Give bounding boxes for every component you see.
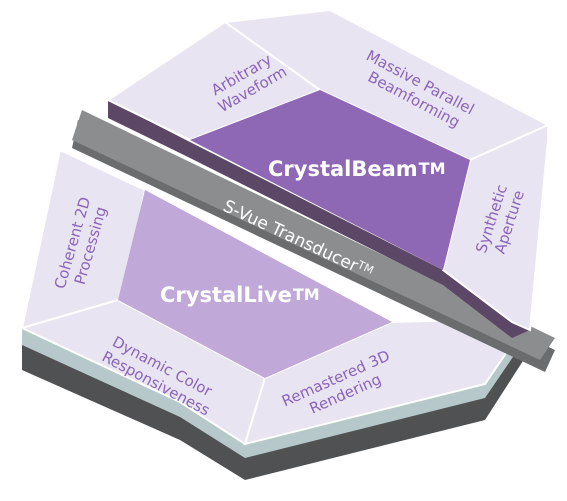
core-crystalbeam (190, 90, 470, 270)
top-layer-underside (108, 100, 548, 338)
transducer-band (72, 110, 555, 372)
bottom-layer-base (22, 320, 530, 480)
label-crystalbeam: CrystalBeamTM (268, 157, 446, 181)
band-surface (72, 110, 555, 360)
top-layer (105, 8, 551, 338)
label-crystallive: CrystalLiveTM (160, 283, 320, 307)
core-crystallive (118, 190, 392, 378)
bottom-layer-edge (22, 318, 530, 458)
bottom-layer (19, 148, 532, 480)
